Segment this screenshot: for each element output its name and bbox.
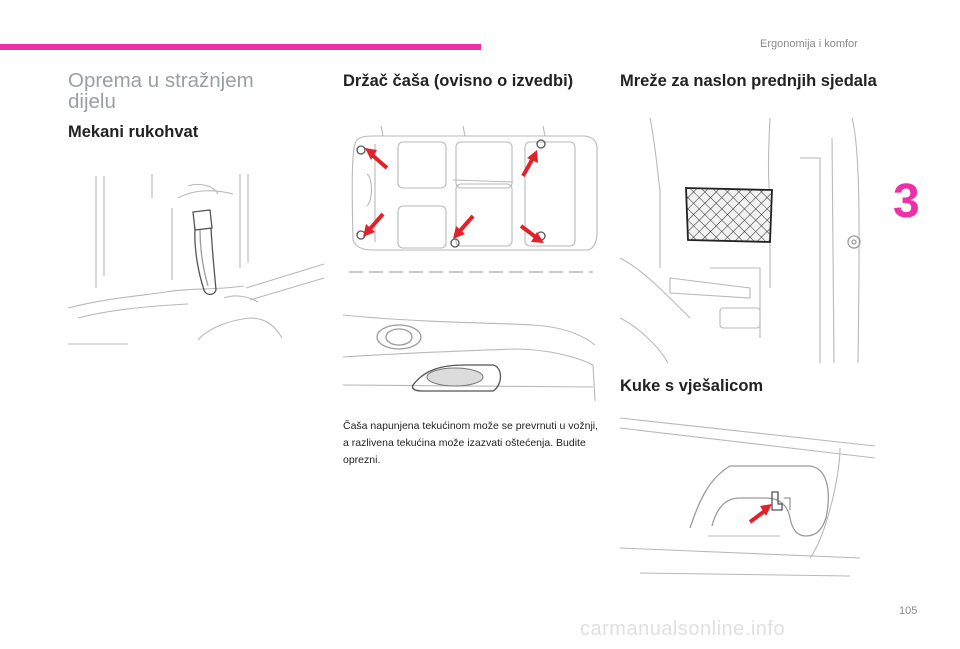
page-number: 105 [899, 605, 918, 617]
hook [771, 491, 791, 511]
arrow-icon [453, 214, 475, 239]
arrow-icon [363, 212, 385, 237]
seat-net [685, 187, 773, 243]
arrow-icon [519, 224, 544, 243]
arrow-icon [748, 504, 772, 524]
soft-handle-heading: Mekani rukohvat [68, 123, 199, 141]
hooks-heading: Kuke s vješalicom [620, 377, 764, 395]
accent-bar [0, 44, 481, 50]
seat-nets-heading: Mreže za naslon prednjih sjedala [620, 72, 877, 90]
section-title: Oprema u stražnjem dijelu [68, 69, 254, 113]
hook-illustration [619, 417, 876, 577]
chapter-number: 3 [893, 175, 920, 228]
seat-net-illustration [619, 117, 861, 364]
cup-holder-detail-illustration [342, 314, 596, 402]
soft-handle-illustration [67, 174, 325, 345]
watermark: carmanualsonline.info [580, 618, 786, 640]
arrow-icon [365, 148, 389, 170]
cup-holder-heading: Držač čaša (ovisno o izvedbi) [343, 72, 574, 90]
cup-holder-recess [411, 364, 502, 392]
cup-holder-warning: Čaša napunjena tekućinom može se prevrnu… [343, 420, 599, 466]
arrow-icon [521, 150, 538, 177]
cup-holder-layout-illustration [349, 125, 598, 273]
soft-handle-strap [192, 209, 217, 296]
chapter-label: Ergonomija i komfor [760, 38, 858, 50]
